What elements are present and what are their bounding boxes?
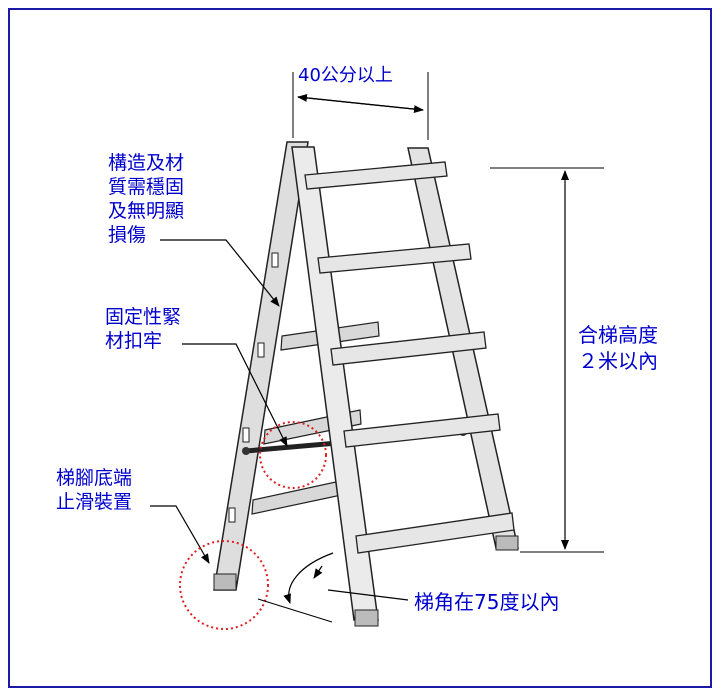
back-left-leg	[213, 141, 309, 591]
antislip-highlight-circle	[179, 540, 269, 630]
hinge-2	[257, 342, 265, 358]
structure-line-3: 及無明顯	[108, 200, 185, 222]
height-line-2: ２米以內	[578, 349, 658, 373]
antislip-line-2: 止滑裝置	[56, 491, 133, 513]
structure-line-4: 損傷	[108, 224, 147, 246]
angle-arc	[283, 552, 334, 604]
antislip-label: 梯腳底端 止滑裝置	[56, 466, 132, 514]
step-1	[304, 161, 448, 190]
antislip-line-1: 梯腳底端	[56, 467, 133, 489]
ground-line	[257, 598, 333, 623]
width-label: 40公分以上	[298, 65, 393, 86]
fastener-leader	[182, 343, 288, 447]
step-3	[330, 331, 487, 366]
foot-left	[213, 573, 237, 591]
hinge-3	[242, 427, 250, 443]
hinge-1	[271, 252, 279, 268]
structure-line-2: 質需穩固	[108, 176, 185, 198]
structure-label: 構造及材 質需穩固 及無明顯 損傷	[108, 151, 184, 247]
step-2	[317, 243, 472, 274]
fastener-line-1: 固定性緊	[105, 306, 182, 328]
height-label: 合梯高度 ２米以內	[578, 322, 658, 374]
fastener-label: 固定性緊 材扣牢	[105, 305, 181, 353]
antislip-leader	[150, 505, 210, 564]
structure-leader	[160, 239, 280, 307]
angle-arrow-tip	[313, 565, 323, 579]
width-arrow-back	[297, 93, 424, 111]
structure-line-1: 構造及材	[108, 152, 185, 174]
rear-brace-3	[251, 479, 347, 515]
fastener-line-2: 材扣牢	[105, 330, 163, 352]
height-line-1: 合梯高度	[578, 323, 658, 347]
foot-front	[354, 609, 379, 627]
hinge-4	[228, 507, 236, 523]
foot-right	[495, 535, 519, 551]
angle-leader	[327, 589, 409, 601]
angle-label: 梯角在75度以內	[414, 590, 560, 614]
step-4	[343, 413, 501, 448]
tie-rod-end-left	[242, 447, 250, 455]
step-5	[355, 512, 515, 554]
fastener-highlight-circle	[259, 421, 327, 489]
